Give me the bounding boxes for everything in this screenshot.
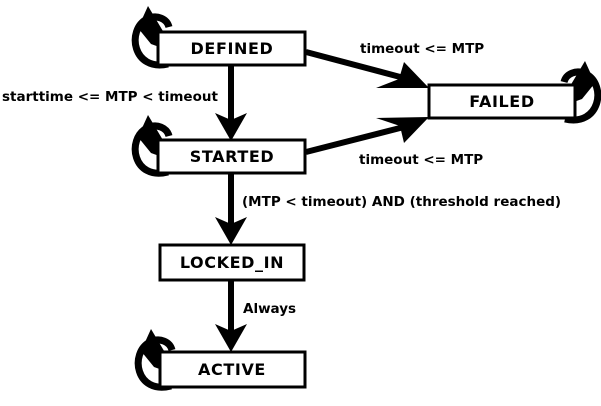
arrowhead-defined-to-failed <box>376 62 429 88</box>
arrowhead-started-to-lockedin <box>215 217 247 245</box>
arrowhead-lockedin-to-active <box>215 324 247 352</box>
edge-label-threshold-reached: (MTP < timeout) AND (threshold reached) <box>242 194 561 210</box>
state-label-failed: FAILED <box>469 92 534 111</box>
state-node-defined[interactable]: DEFINED <box>156 30 307 67</box>
edge-lockedin-to-active <box>215 281 247 352</box>
state-label-defined: DEFINED <box>191 39 274 58</box>
edge-label-starttime-window: starttime <= MTP < timeout <box>2 89 218 105</box>
state-node-started[interactable]: STARTED <box>156 138 307 175</box>
state-box-defined[interactable] <box>156 30 307 67</box>
state-box-active[interactable] <box>158 350 307 389</box>
state-label-active: ACTIVE <box>198 360 266 379</box>
edge-started-to-failed <box>305 117 429 155</box>
arrowhead-defined-to-started <box>215 113 247 141</box>
edge-label-always: Always <box>243 301 296 317</box>
state-node-locked-in[interactable]: LOCKED_IN <box>158 243 306 282</box>
state-box-failed[interactable] <box>427 83 577 120</box>
state-label-locked-in: LOCKED_IN <box>180 253 284 272</box>
edge-label-timeout-started: timeout <= MTP <box>359 152 483 168</box>
edge-defined-to-started <box>215 65 247 141</box>
state-box-started[interactable] <box>156 138 307 175</box>
edge-defined-to-failed <box>305 49 429 88</box>
edge-started-to-lockedin <box>215 174 247 245</box>
state-node-failed[interactable]: FAILED <box>427 83 577 120</box>
arrowhead-started-to-failed <box>376 117 429 143</box>
state-box-locked-in[interactable] <box>158 243 306 282</box>
state-node-active[interactable]: ACTIVE <box>158 350 307 389</box>
edge-label-timeout-defined: timeout <= MTP <box>360 41 484 57</box>
state-label-started: STARTED <box>190 147 275 166</box>
